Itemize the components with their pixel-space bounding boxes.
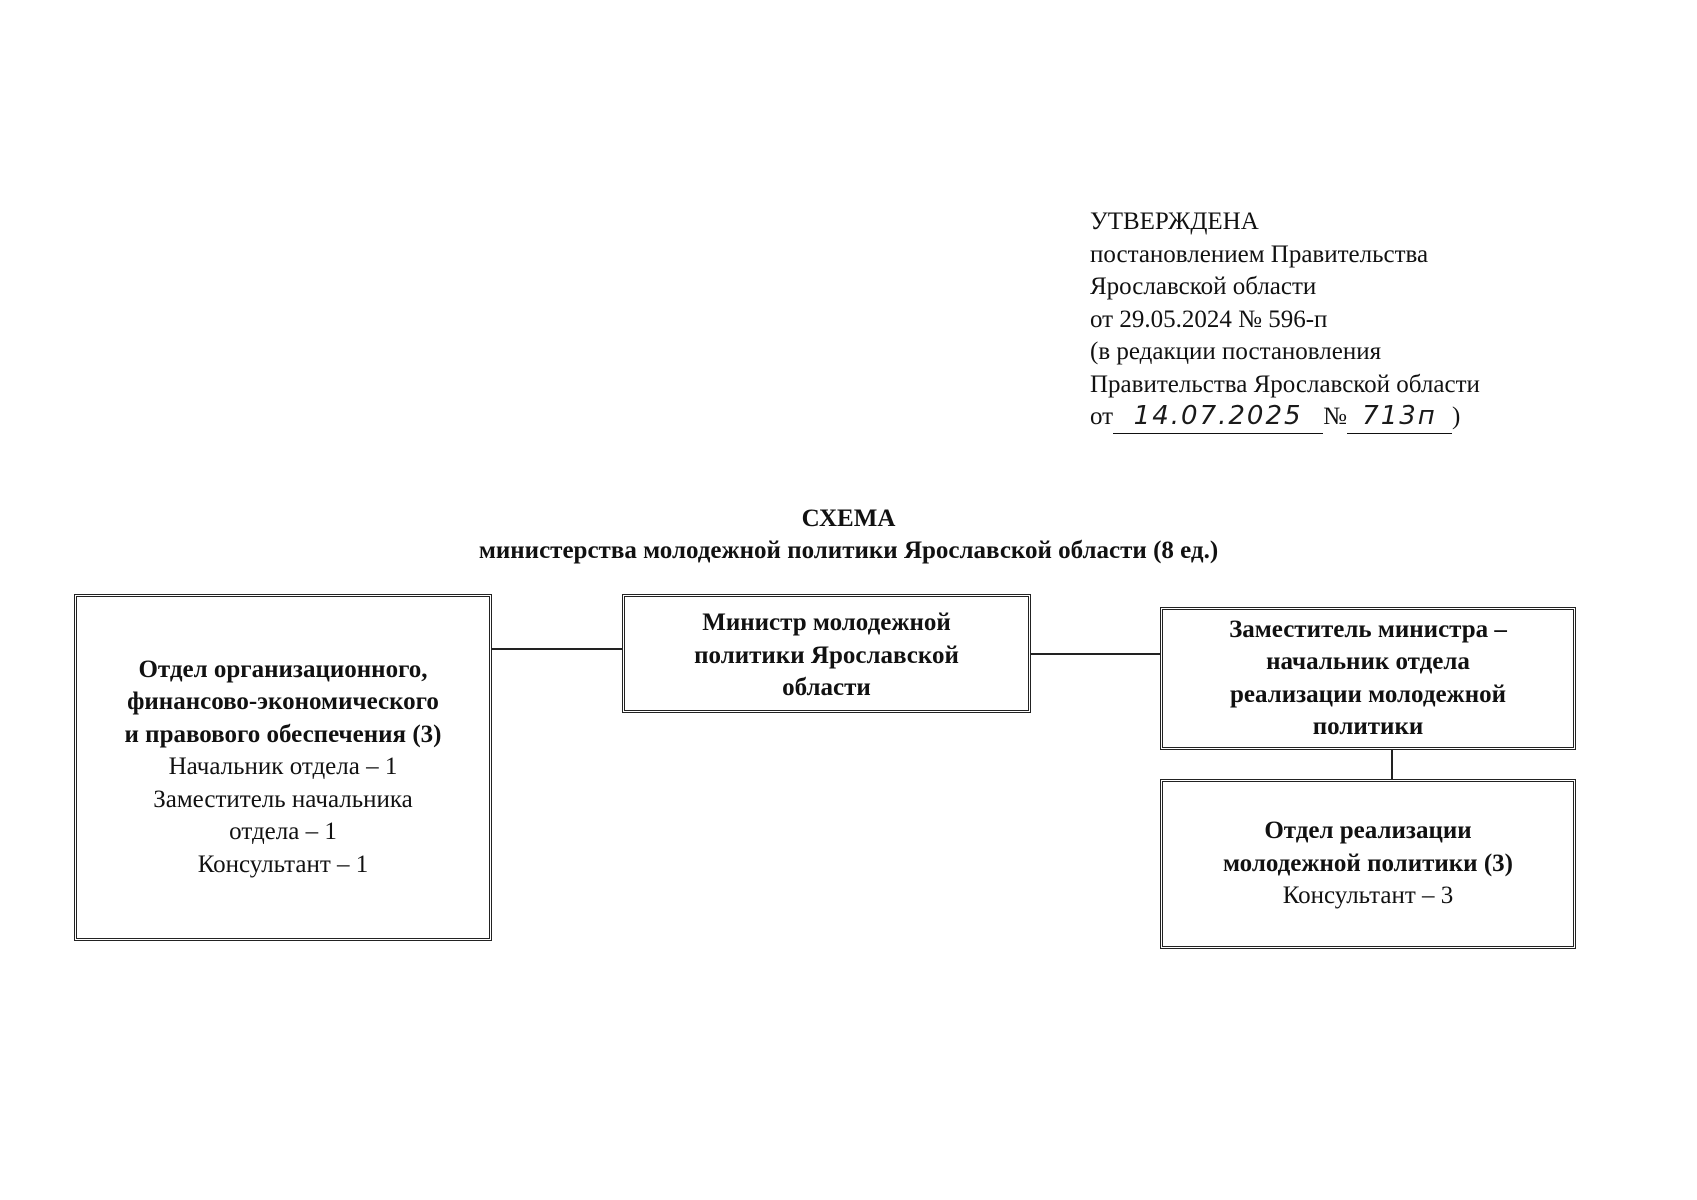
connector-left — [492, 648, 622, 650]
handwritten-date: 14.07.2025 — [1133, 400, 1303, 431]
left-box-line-2: Заместитель начальника — [153, 785, 413, 813]
connector-vertical — [1391, 750, 1393, 779]
approval-line-7: от 14.07.2025 № 713п) — [1090, 401, 1610, 434]
left-box-bold-2: финансово-экономического — [127, 688, 439, 716]
approval-line-6: Правительства Ярославской области — [1090, 370, 1480, 398]
right-top-bold-2: начальник отдела — [1266, 648, 1470, 675]
left-box-line-1: Начальник отдела – 1 — [168, 753, 398, 781]
center-box-bold-1: Министр молодежной — [702, 609, 951, 636]
right-bottom-line-1: Консультант – 3 — [1282, 882, 1454, 910]
date-fill: 14.07.2025 — [1113, 400, 1324, 434]
approval-line-5: (в редакции постановления — [1090, 338, 1382, 365]
approval-heading: УТВЕРЖДЕНА — [1090, 208, 1259, 235]
approval-line-4: от 29.05.2024 № 596-п — [1090, 305, 1328, 333]
from-label: от — [1090, 403, 1114, 430]
right-bottom-bold-2: молодежной политики (3) — [1222, 849, 1513, 877]
box-minister: Министр молодежной политики Ярославской … — [622, 594, 1031, 713]
right-top-bold-4: политики — [1312, 713, 1424, 740]
left-box-line-4: Консультант – 1 — [197, 850, 369, 878]
center-box-bold-2: политики Ярославской — [694, 641, 959, 669]
box-org-finance-legal-dept: Отдел организационного, финансово-эконом… — [74, 594, 492, 941]
right-top-bold-3: реализации молодежной — [1229, 680, 1506, 708]
number-sign: № — [1323, 403, 1347, 430]
box-youth-policy-dept: Отдел реализации молодежной политики (3)… — [1160, 779, 1576, 949]
approval-stamp: УТВЕРЖДЕНА постановлением Правительства … — [1090, 206, 1610, 434]
right-top-bold-1: Заместитель министра – — [1229, 615, 1507, 643]
connector-right — [1031, 653, 1160, 655]
left-box-line-3: отдела – 1 — [229, 818, 337, 846]
center-box-bold-3: области — [782, 674, 871, 701]
approval-line-3: Ярославской области — [1090, 273, 1317, 300]
closing-paren: ) — [1451, 403, 1461, 430]
box-deputy-minister: Заместитель министра – начальник отдела … — [1160, 607, 1576, 750]
right-bottom-bold-1: Отдел реализации — [1264, 817, 1472, 845]
left-box-bold-1: Отдел организационного, — [138, 655, 428, 683]
schema-subtitle: министерства молодежной политики Ярослав… — [478, 537, 1219, 564]
handwritten-number: 713п — [1362, 400, 1437, 431]
left-box-bold-3: и правового обеспечения (3) — [124, 720, 442, 748]
schema-title: СХЕМА — [801, 505, 896, 532]
number-fill: 713п — [1346, 400, 1452, 434]
approval-line-2: постановлением Правительства — [1090, 240, 1429, 268]
